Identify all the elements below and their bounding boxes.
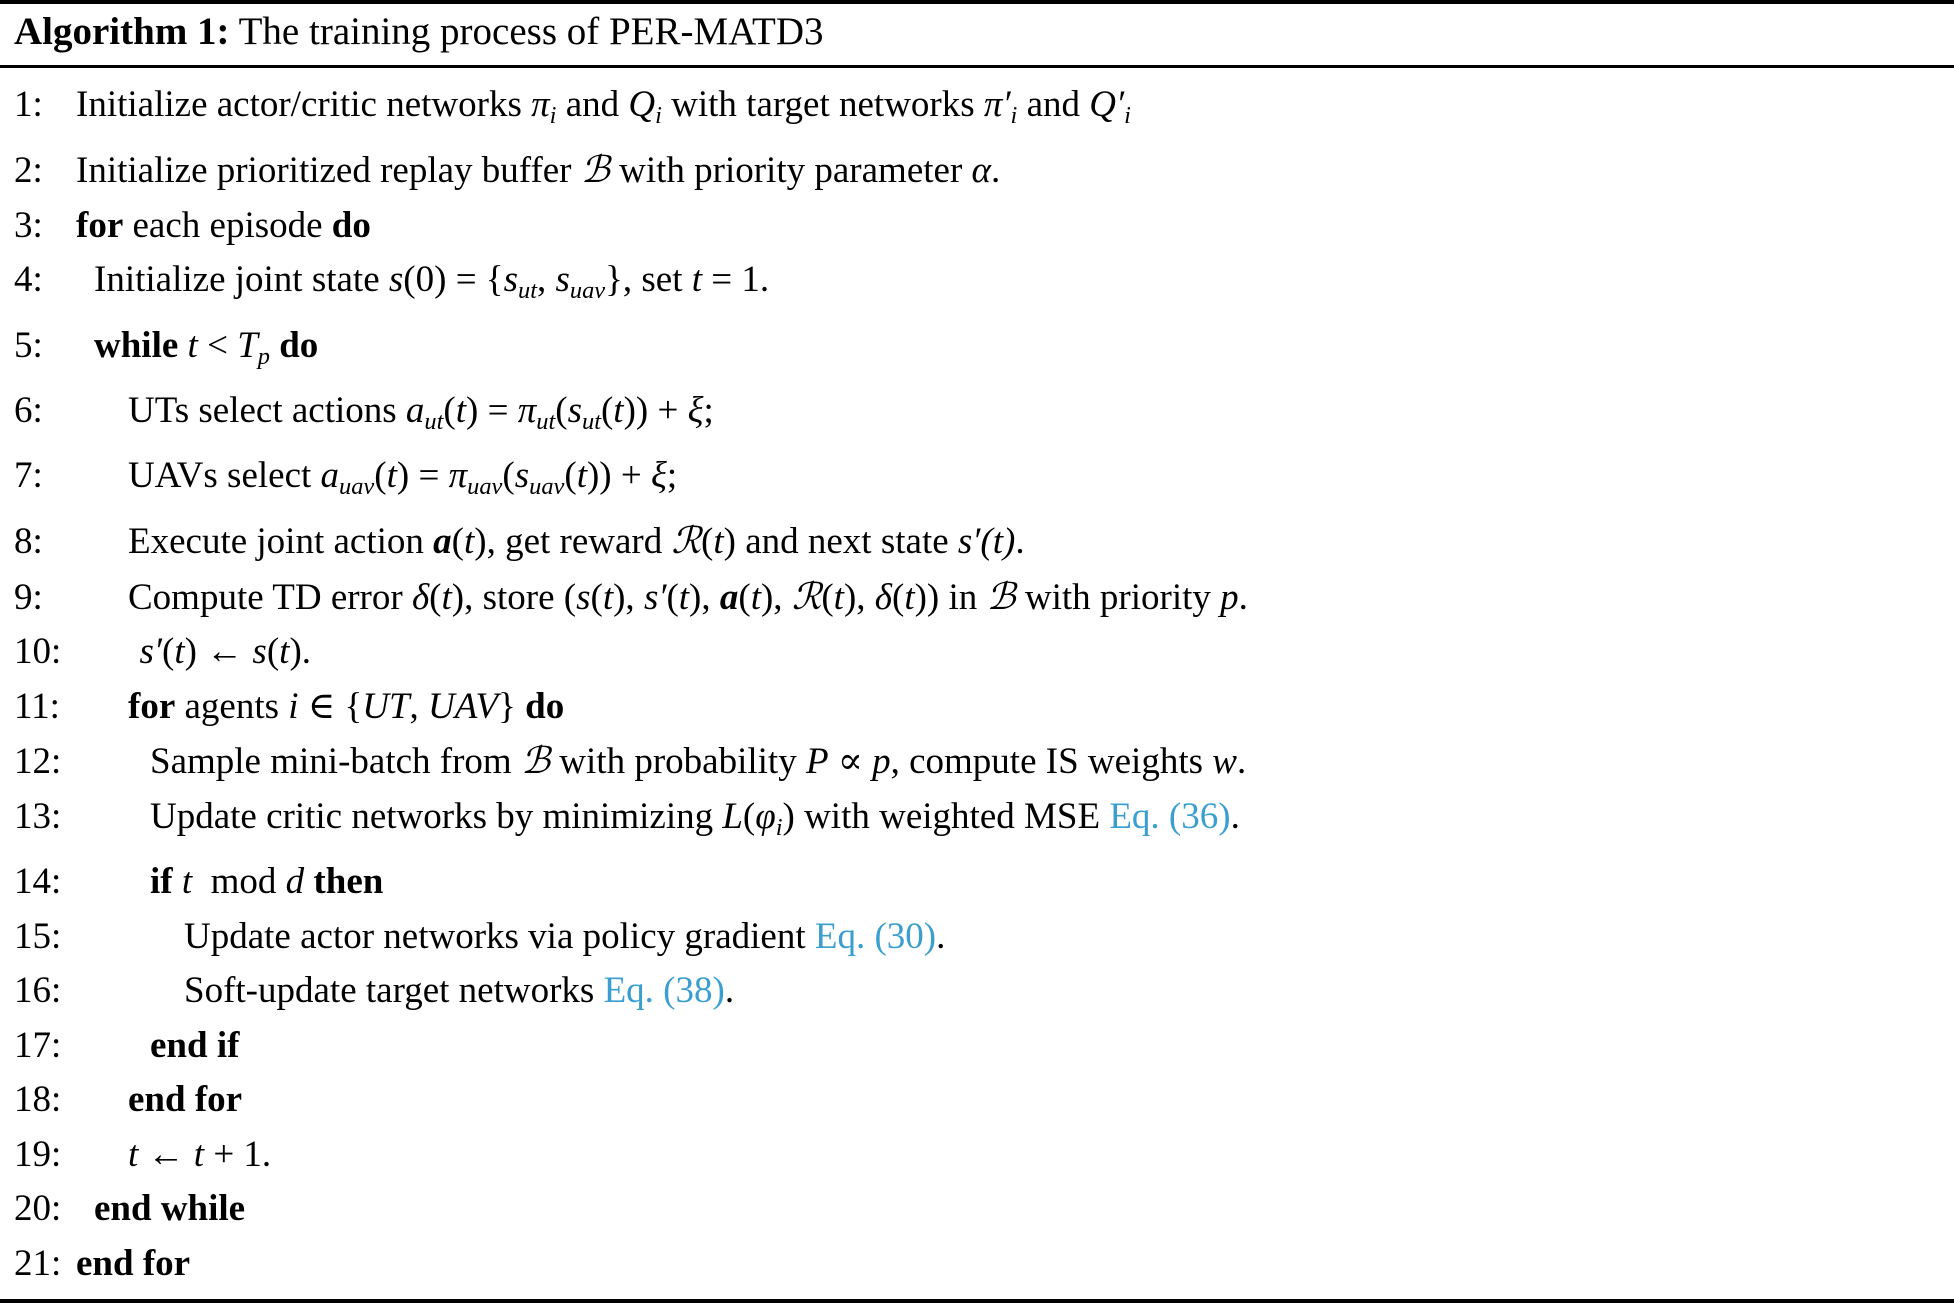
algorithm-line-10: 10: s′(t) ← s(t). bbox=[14, 625, 1940, 680]
line-content: for each episode do bbox=[76, 204, 371, 246]
line-number: 11: bbox=[14, 685, 60, 727]
algorithm-line-19: 19: t ← t + 1. bbox=[14, 1128, 1940, 1183]
line-content: Initialize actor/critic networks πi and … bbox=[76, 83, 1131, 129]
line-content: s′(t) ← s(t). bbox=[139, 631, 312, 673]
line-number: 2: bbox=[14, 150, 43, 192]
line-number: 9: bbox=[14, 576, 43, 618]
line-number: 15: bbox=[14, 915, 62, 957]
line-content: Initialize joint state s(0) = {sut, suav… bbox=[94, 259, 770, 304]
line-content: Soft-update target networks Eq. (38). bbox=[184, 970, 735, 1012]
line-number: 8: bbox=[14, 521, 43, 563]
equation-ref-30[interactable]: Eq. (30) bbox=[814, 915, 937, 957]
algorithm-caption-title: The training process of PER-MATD3 bbox=[238, 10, 824, 53]
line-content: UTs select actions aut(t) = πut(sut(t)) … bbox=[128, 389, 714, 435]
line-content: Update critic networks by minimizing L(φ… bbox=[150, 795, 1240, 841]
line-content: for agents i ∈ {UT, UAV} do bbox=[128, 685, 565, 727]
algorithm-line-8: 8: Execute joint action a(t), get reward… bbox=[14, 514, 1940, 570]
equation-ref-36[interactable]: Eq. (36) bbox=[1109, 795, 1231, 837]
line-number: 3: bbox=[14, 204, 43, 246]
line-number: 13: bbox=[14, 795, 62, 837]
algorithm-line-15: 15: Update actor networks via policy gra… bbox=[14, 910, 1940, 965]
line-number: 10: bbox=[14, 631, 62, 673]
line-content: while t < Tp do bbox=[94, 324, 319, 370]
line-number: 12: bbox=[14, 741, 62, 783]
line-number: 7: bbox=[14, 455, 43, 497]
line-number: 6: bbox=[14, 389, 43, 431]
algorithm-line-6: 6: UTs select actions aut(t) = πut(sut(t… bbox=[14, 384, 1940, 449]
line-number: 21: bbox=[14, 1242, 62, 1284]
algorithm-line-20: 20: end while bbox=[14, 1182, 1940, 1237]
algorithm-line-1: 1: Initialize actor/critic networks πi a… bbox=[14, 78, 1940, 143]
line-content: end for bbox=[128, 1079, 243, 1121]
algorithm-line-12: 12: Sample mini-batch from ℬ with probab… bbox=[14, 734, 1940, 790]
algorithm-line-21: 21: end for bbox=[14, 1237, 1940, 1292]
algorithm-line-9: 9: Compute TD error δ(t), store (s(t), s… bbox=[14, 570, 1940, 626]
algorithm-line-2: 2: Initialize prioritized replay buffer … bbox=[14, 143, 1940, 199]
algorithm-line-13: 13: Update critic networks by minimizing… bbox=[14, 790, 1940, 855]
equation-ref-38[interactable]: Eq. (38) bbox=[603, 970, 725, 1012]
algorithm-steps: 1: Initialize actor/critic networks πi a… bbox=[0, 68, 1954, 1299]
algorithm-line-14: 14: if t mod d then bbox=[14, 855, 1940, 910]
line-content: Update actor networks via policy gradien… bbox=[184, 915, 946, 957]
line-number: 16: bbox=[14, 970, 62, 1012]
algorithm-caption: Algorithm 1: The training process of PER… bbox=[0, 4, 1954, 68]
algorithm-line-5: 5: while t < Tp do bbox=[14, 319, 1940, 384]
line-number: 19: bbox=[14, 1133, 62, 1175]
line-content: end if bbox=[150, 1024, 240, 1066]
line-content: t ← t + 1. bbox=[128, 1133, 272, 1175]
line-number: 1: bbox=[14, 83, 43, 125]
line-number: 4: bbox=[14, 259, 43, 301]
algorithm-line-4: 4: Initialize joint state s(0) = {sut, s… bbox=[14, 253, 1940, 318]
line-content: Execute joint action a(t), get reward ℛ(… bbox=[128, 519, 1025, 563]
algorithm-line-16: 16: Soft-update target networks Eq. (38)… bbox=[14, 964, 1940, 1019]
algorithm-line-11: 11: for agents i ∈ {UT, UAV} do bbox=[14, 680, 1940, 735]
line-content: UAVs select auav(t) = πuav(suav(t)) + ξ; bbox=[128, 455, 678, 500]
line-number: 18: bbox=[14, 1079, 62, 1121]
line-number: 14: bbox=[14, 861, 62, 903]
line-content: end while bbox=[94, 1188, 246, 1230]
line-content: if t mod d then bbox=[150, 861, 384, 903]
algorithm-line-3: 3: for each episode do bbox=[14, 199, 1940, 254]
line-content: Compute TD error δ(t), store (s(t), s′(t… bbox=[128, 574, 1248, 618]
line-number: 5: bbox=[14, 324, 43, 366]
line-number: 17: bbox=[14, 1024, 62, 1066]
algorithm-caption-label: Algorithm 1: bbox=[14, 10, 230, 53]
algorithm-line-18: 18: end for bbox=[14, 1073, 1940, 1128]
line-number: 20: bbox=[14, 1188, 62, 1230]
line-content: end for bbox=[76, 1242, 191, 1284]
line-content: Sample mini-batch from ℬ with probabilit… bbox=[150, 739, 1247, 783]
line-content: Initialize prioritized replay buffer ℬ w… bbox=[76, 148, 1001, 192]
algorithm-line-17: 17: end if bbox=[14, 1019, 1940, 1074]
algorithm-line-7: 7: UAVs select auav(t) = πuav(suav(t)) +… bbox=[14, 449, 1940, 514]
